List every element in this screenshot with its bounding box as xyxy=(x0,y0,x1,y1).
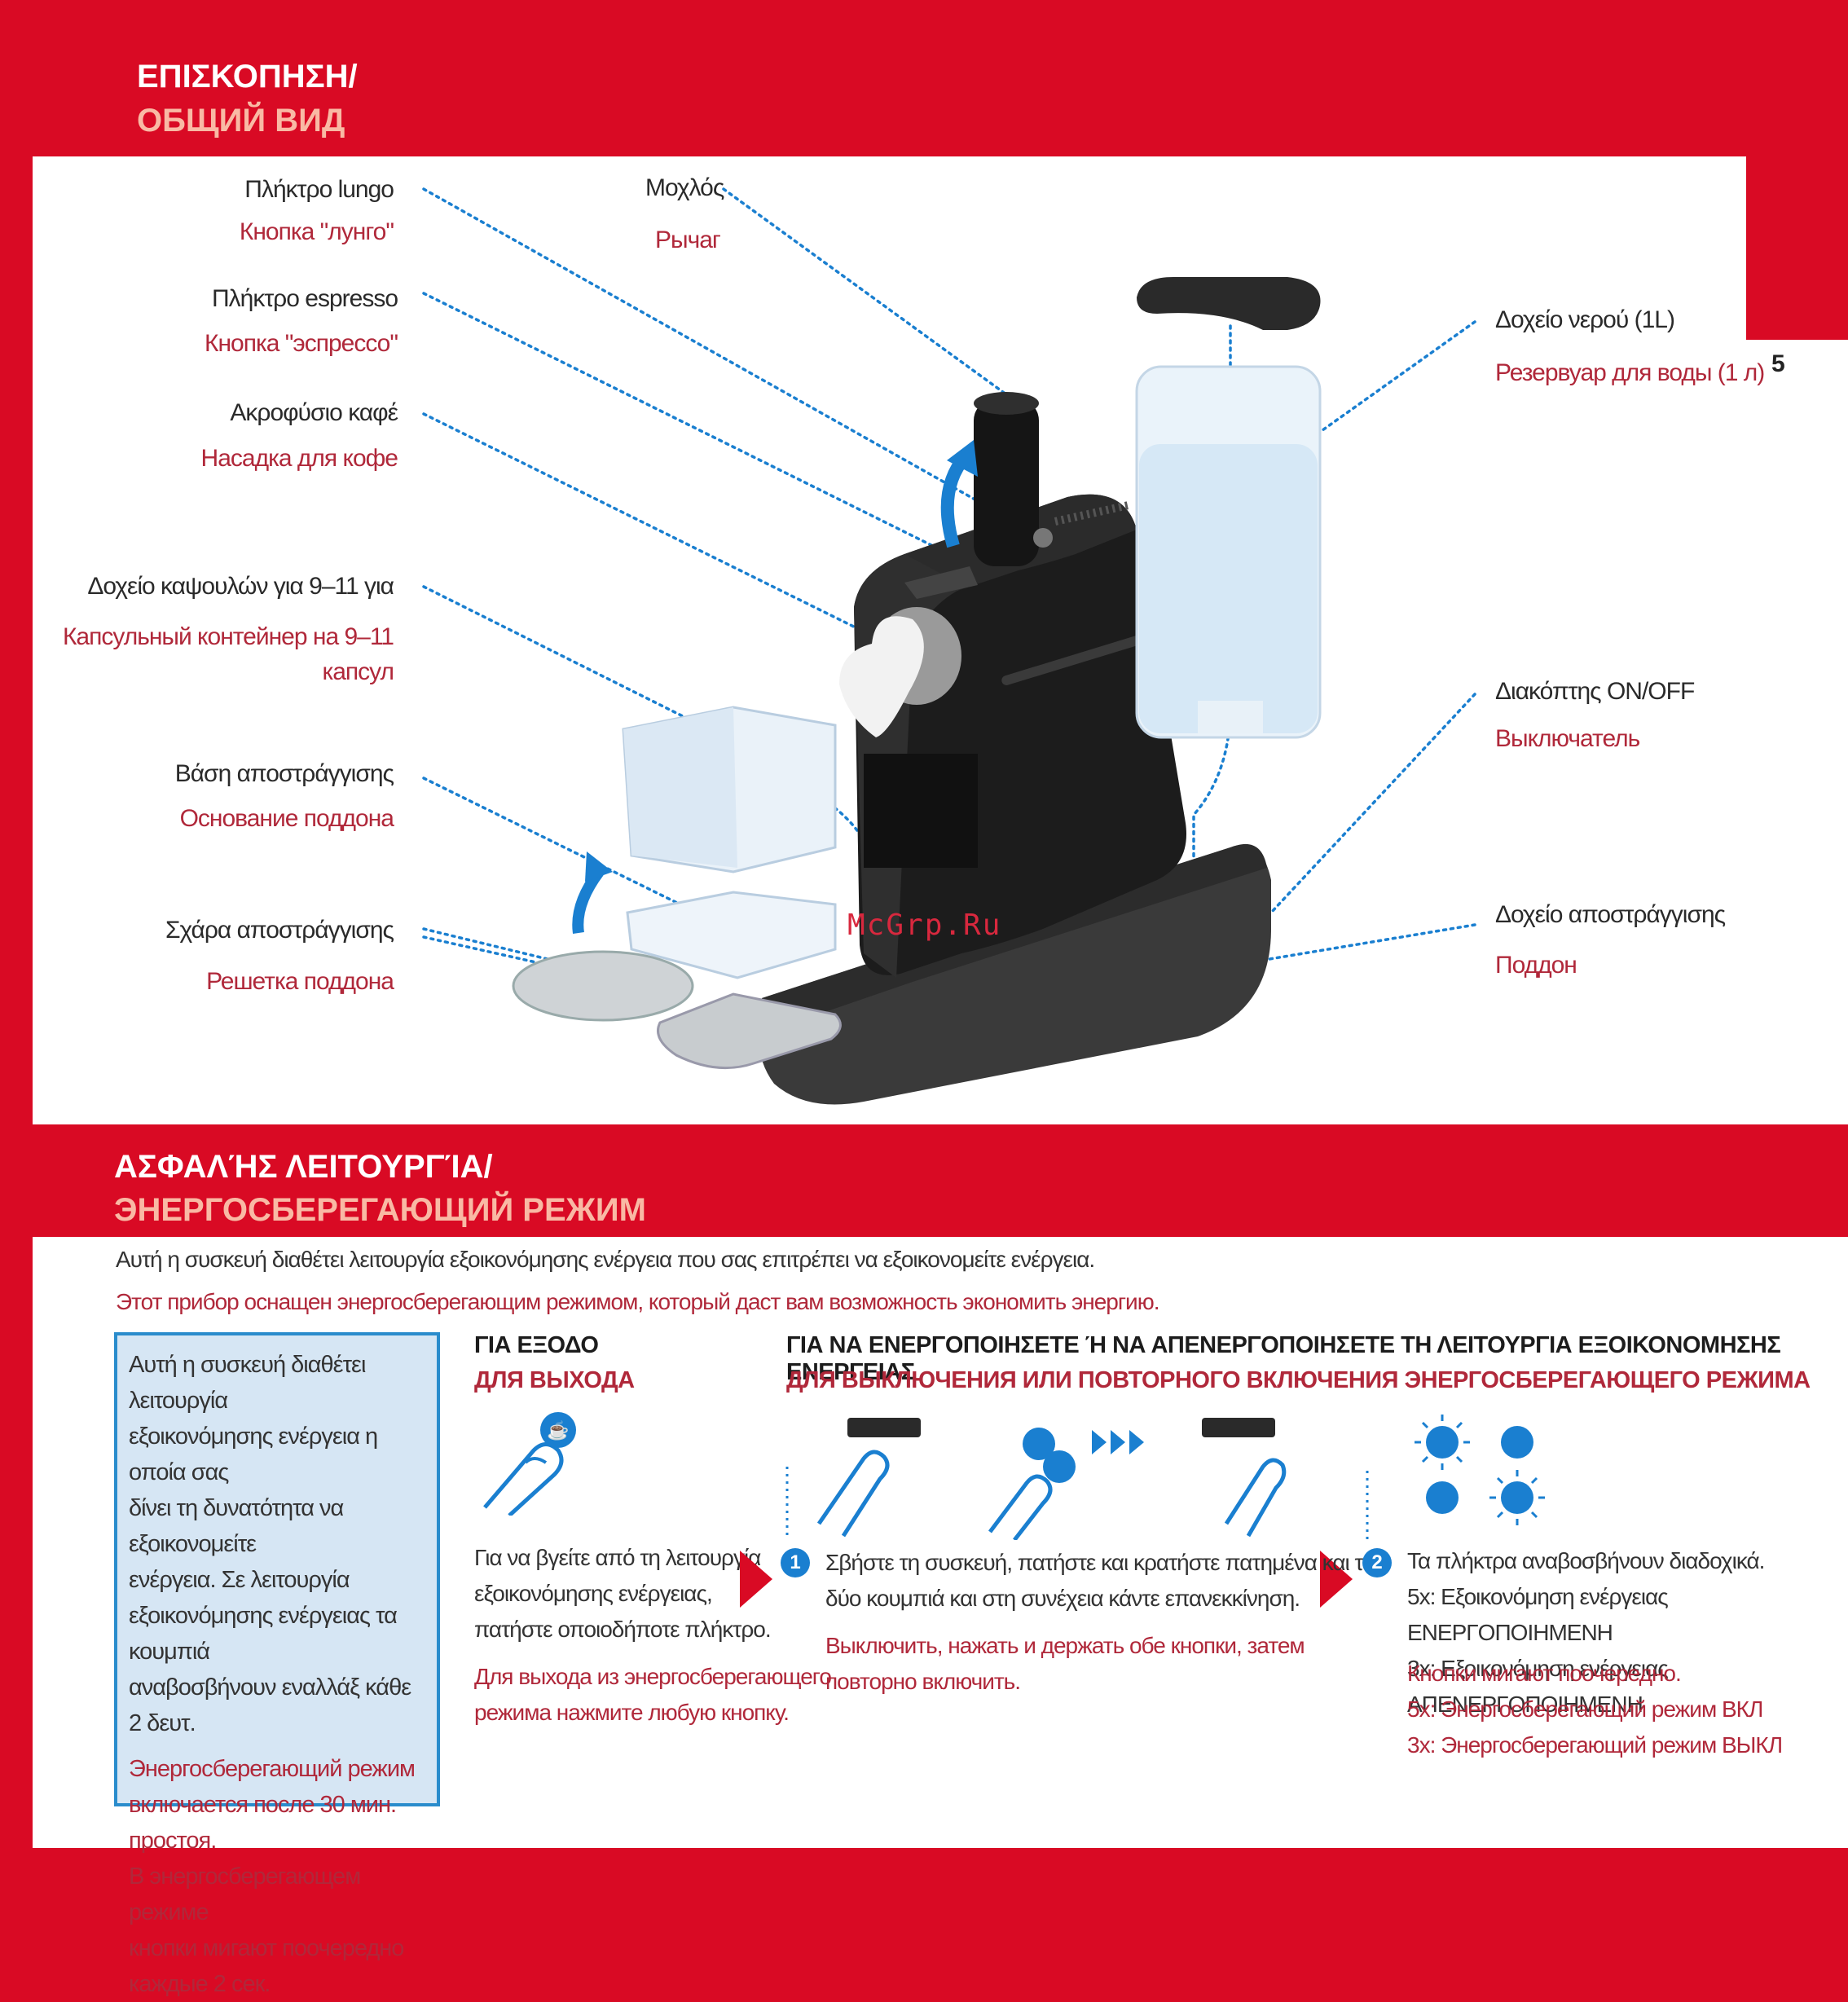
label-lever-gr: Μοχλός xyxy=(645,174,724,201)
exit-text-ru: Для выхода из энергосберегающего режима … xyxy=(474,1659,832,1731)
label-dripgrid-ru: Решетка поддона xyxy=(206,968,394,995)
step1-text-line: Σβήστε τη συσκευή, πατήστε και κρατήστε … xyxy=(825,1550,1375,1575)
step2-text-gr: Τα πλήκτρα αναβοσβήνουν διαδοχικά. 5x: Ε… xyxy=(1407,1543,1848,1723)
label-nozzle-gr: Ακροφύσιο καφέ xyxy=(230,399,398,426)
energy-title-gr: ΑΣΦΑΛΉΣ ΛΕΙΤΟΥΡΓΊΑ/ xyxy=(114,1149,493,1185)
callout-lines xyxy=(422,187,1476,1020)
exit-text-gr: Για να βγείτε από τη λειτουργία εξοικονό… xyxy=(474,1540,772,1648)
energy-title-ru: ЭНЕРГОСБЕРЕГАЮЩИЙ РЕЖИМ xyxy=(114,1192,646,1228)
label-switch-gr: Διακόπτης ON/OFF xyxy=(1495,678,1695,705)
overview-title-gr: ΕΠΙΣΚΟΠΗΣΗ/ xyxy=(137,59,358,95)
step2-text-line: 3x: Εξοικονόμηση ενέργειας ΑΠΕΝΕΡΓΟΠΟΙΗΜ… xyxy=(1407,1656,1669,1717)
info-box-line: εξοικονόμησης ενέργεια η οποία σας xyxy=(129,1423,378,1485)
step1-number: 1 xyxy=(781,1548,810,1577)
arrow-right-icon xyxy=(1320,1551,1353,1608)
label-switch-ru: Выключатель xyxy=(1495,725,1640,752)
step1-text-gr: Σβήστε τη συσκευή, πατήστε και κρατήστε … xyxy=(825,1545,1375,1617)
step1-text-line-ru: повторно включить. xyxy=(825,1669,1021,1694)
info-box-line: δίνει τη δυνατότητα να εξοικονομείτε xyxy=(129,1495,344,1557)
toggle-heading-gr: ΓΙΑ ΝΑ ΕΝΕΡΓΟΠΟΙΗΣΕΤΕ Ή ΝΑ ΑΠΕΝΕΡΓΟΠΟΙΗΣ… xyxy=(786,1332,1781,1385)
container-arrow-icon xyxy=(572,868,604,934)
step1-text-ru: Выключить, нажать и держать обе кнопки, … xyxy=(825,1628,1305,1700)
label-nozzle-ru: Насадка для кофе xyxy=(200,445,398,472)
step2-illustration xyxy=(1366,1415,1545,1540)
side-tab xyxy=(1746,156,1848,340)
watermark: McGrp.Ru xyxy=(847,909,1002,942)
exit-text-line: εξοικονόμησης ενέργειας, xyxy=(474,1581,713,1606)
lever-arrow-icon xyxy=(940,451,971,548)
info-box-line-ru: простоя. xyxy=(129,1828,217,1854)
label-capsule-gr: Δοχείο καψουλών για 9–11 για xyxy=(87,573,394,600)
label-lungo-ru: Кнопка "лунго" xyxy=(239,218,394,245)
lungo-button xyxy=(839,616,924,737)
blinking-button-icon xyxy=(1489,1470,1545,1525)
step2-text-ru: Кнопки мигают поочередно. 5x: Энергосбер… xyxy=(1407,1656,1783,1763)
label-dripgrid-gr: Σχάρα αποστράγγισης xyxy=(165,917,394,944)
drip-grid-2 xyxy=(657,992,842,1070)
blinking-button-icon xyxy=(1415,1415,1470,1470)
info-box-line-ru: кнопки мигают поочередно xyxy=(129,1935,404,1961)
step1-text-line-ru: Выключить, нажать и держать обе кнопки, … xyxy=(825,1633,1305,1658)
exit-text-line-ru: режима нажмите любую кнопку. xyxy=(474,1700,790,1725)
step2-number: 2 xyxy=(1362,1548,1392,1577)
info-box-line: ενέργεια. Σε λειτουργία xyxy=(129,1567,350,1593)
toggle-heading-ru: ДЛЯ ВЫКЛЮЧЕНИЯ ИЛИ ПОВТОРНОГО ВКЛЮЧЕНИЯ … xyxy=(786,1367,1811,1393)
info-box-line: Αυτή η συσκευή διαθέτει λειτουργία xyxy=(129,1352,366,1414)
page-number: 5 xyxy=(1771,350,1785,377)
energy-intro-ru: Этот прибор оснащен энергосберегающим ре… xyxy=(116,1289,1159,1314)
info-box: Αυτή η συσκευή διαθέτει λειτουργία εξοικ… xyxy=(114,1332,440,1997)
step2-text-line-ru: Кнопки мигают поочередно. xyxy=(1407,1661,1682,1686)
label-capsule-ru-1: Капсульный контейнер на 9–11 xyxy=(62,623,394,650)
label-lungo-gr: Πλήκτρο lungo xyxy=(244,176,394,203)
arrow-right-icon xyxy=(740,1551,772,1608)
step2-text-line: 5x: Εξοικονόμηση ενέργειας ΕΝΕΡΓΟΠΟΙΗΜΕΝ… xyxy=(1407,1584,1669,1645)
label-driptray-gr: Δοχείο αποστράγγισης xyxy=(1495,901,1726,928)
exit-text-line-ru: Для выхода из энергосберегающего xyxy=(474,1664,832,1689)
info-box-line-ru: Энергосберегающий режим xyxy=(129,1756,416,1782)
label-tank-ru: Резервуар для воды (1 л) xyxy=(1495,359,1765,386)
overview-title-ru: ОБЩИЙ ВИД xyxy=(137,103,345,139)
lever xyxy=(974,399,1039,566)
info-box-line: εξοικονόμησης ενέργειας τα κουμπιά xyxy=(129,1603,398,1665)
drip-tray xyxy=(758,844,1271,1105)
tank-lid xyxy=(1137,277,1321,330)
exit-text-line: Για να βγείτε από τη λειτουργία xyxy=(474,1545,761,1570)
exit-text-line: πατήστε οποιοδήποτε πλήκτρο. xyxy=(474,1617,772,1642)
step2-text-line-ru: 3x: Энергосберегающий режим ВЫКЛ xyxy=(1407,1732,1783,1758)
step2-text-line: Τα πλήκτρα αναβοσβήνουν διαδοχικά. xyxy=(1407,1548,1765,1573)
label-lever-ru: Рычаг xyxy=(655,227,721,253)
label-espresso-ru: Кнопка "эспрессо" xyxy=(204,330,398,357)
step2-text-line-ru: 5x: Энергосберегающий режим ВКЛ xyxy=(1407,1696,1763,1722)
label-dripbase-ru: Основание поддона xyxy=(179,805,394,832)
label-espresso-gr: Πλήκτρο espresso xyxy=(211,285,398,312)
finger-press-icon: ☕ xyxy=(483,1412,576,1516)
svg-text:☕: ☕ xyxy=(547,1419,569,1441)
machine-illustration xyxy=(422,187,1476,1105)
label-tank-gr: Δοχείο νερού (1L) xyxy=(1495,306,1675,333)
info-box-line-ru: каждые 2 сек. xyxy=(129,1971,271,1997)
info-box-line-ru: В энергосберегающем режиме xyxy=(129,1863,361,1925)
info-box-line: αναβοσβήνουν εναλλάξ κάθε 2 δευτ. xyxy=(129,1674,411,1736)
step1-text-line: δύο κουμπιά και στη συνέχεια κάντε επανε… xyxy=(825,1586,1300,1611)
step1-illustration xyxy=(785,1418,1287,1540)
exit-heading-ru: ДЛЯ ВЫХОДА xyxy=(474,1367,635,1393)
label-capsule-ru-2: капсул xyxy=(322,658,394,685)
label-driptray-ru: Поддон xyxy=(1495,952,1577,979)
drip-base xyxy=(626,891,837,979)
exit-heading-gr: ΓΙΑ ΕΞΟΔΟ xyxy=(474,1332,599,1358)
energy-intro-gr: Αυτή η συσκευή διαθέτει λειτουργία εξοικ… xyxy=(116,1247,1095,1272)
info-box-line-ru: включается после 30 мин. xyxy=(129,1792,397,1818)
label-dripbase-gr: Βάση αποστράγγισης xyxy=(174,760,394,787)
drip-grid-1 xyxy=(512,950,694,1022)
